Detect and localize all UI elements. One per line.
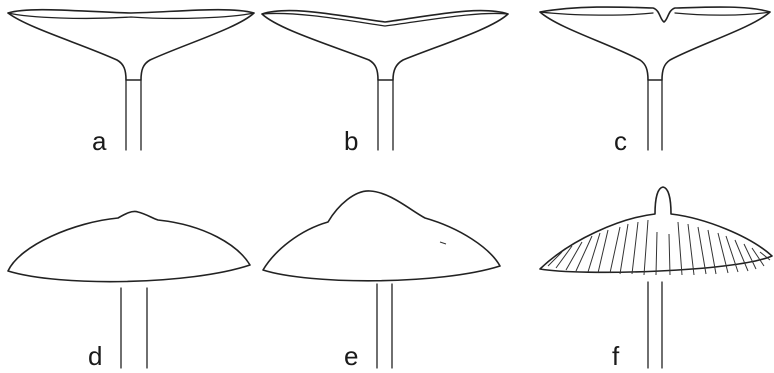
panel-d: d <box>8 211 250 371</box>
panel-c: c <box>540 7 770 156</box>
label-a: a <box>92 126 107 156</box>
panel-a: a <box>8 10 254 156</box>
label-f: f <box>612 341 620 371</box>
panel-b: b <box>262 11 508 156</box>
panel-e: e <box>263 191 500 371</box>
panel-f: f <box>540 187 772 371</box>
label-c: c <box>614 126 627 156</box>
label-b: b <box>344 126 358 156</box>
label-e: e <box>344 341 358 371</box>
label-d: d <box>88 341 102 371</box>
